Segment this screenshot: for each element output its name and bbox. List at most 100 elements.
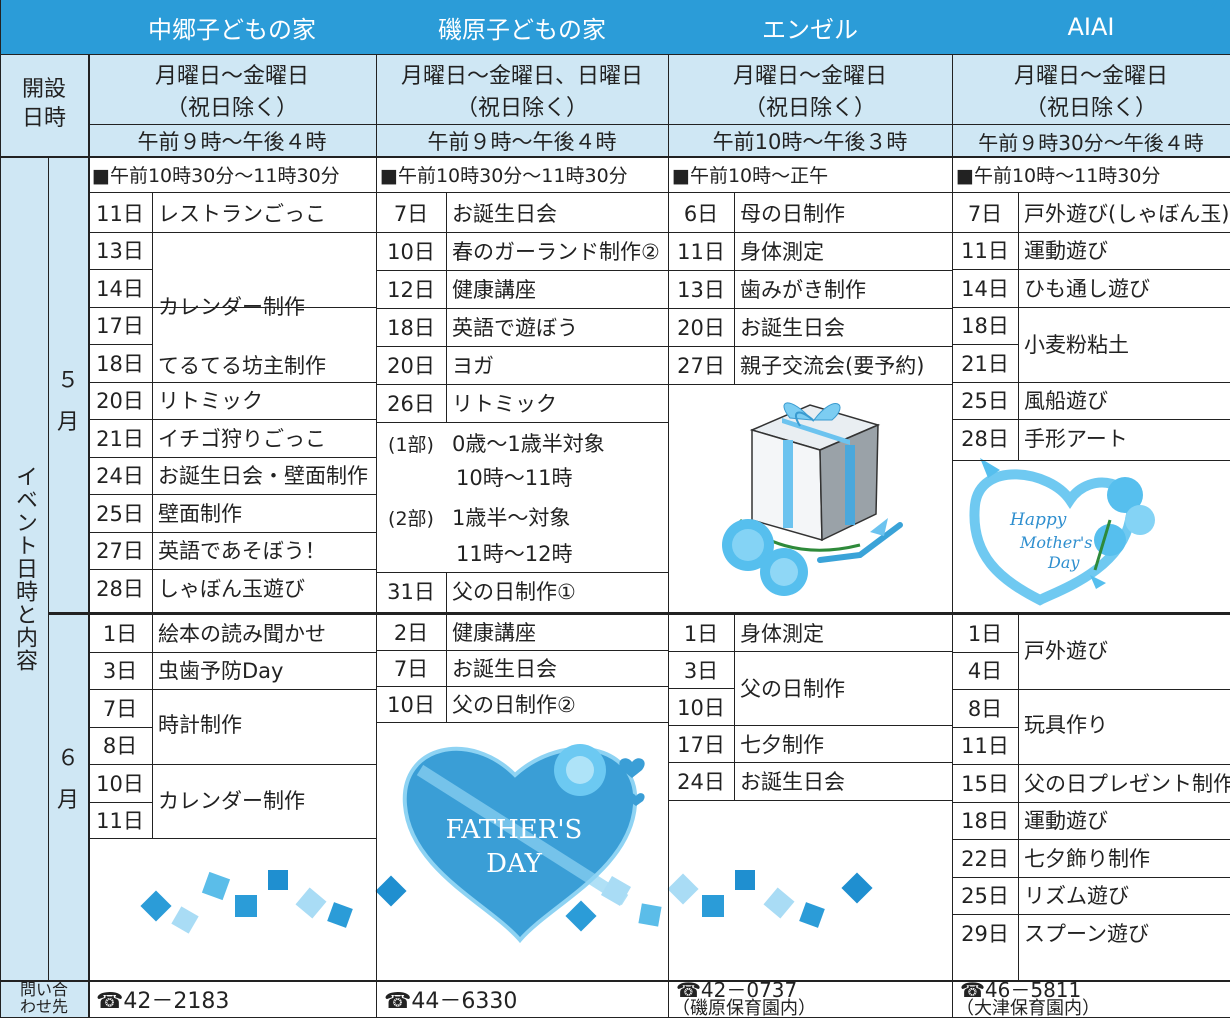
- grid-line: [88, 651, 376, 653]
- event-merged: 玩具作り: [1024, 713, 1108, 737]
- grid-line: [0, 54, 1230, 55]
- grid-line: [376, 308, 668, 309]
- event-name: 父の日制作①: [452, 580, 576, 604]
- event-name: しゃぼん玉遊び: [158, 576, 305, 601]
- grid-line: [668, 270, 952, 271]
- header-corner: [0, 0, 88, 54]
- event-name: お誕生日会: [452, 202, 557, 226]
- event-name: 七夕制作: [740, 732, 824, 757]
- event-day: 1日: [102, 621, 138, 646]
- event-day: 22日: [961, 846, 1009, 871]
- grid-line: [0, 0, 1, 1018]
- event-day: 25日: [961, 884, 1009, 909]
- events-label-band: [0, 156, 48, 980]
- event-merged: 父の日制作: [740, 677, 845, 701]
- header-angel: エンゼル: [668, 0, 952, 54]
- event-day: 25日: [961, 389, 1009, 414]
- event-name: 戸外遊び(しゃぼん玉): [1024, 201, 1230, 226]
- hours-nakago: 午前９時～午後４時: [137, 130, 327, 154]
- event-day: 11日: [677, 240, 725, 264]
- event-name: ヨガ: [452, 354, 494, 378]
- part-label: (2部): [388, 507, 434, 530]
- grid-line: [952, 306, 1230, 308]
- event-day: 17日: [677, 732, 725, 757]
- mothers-day-text-3: Day: [1047, 553, 1080, 572]
- event-day: 13日: [677, 278, 725, 302]
- hours-isohara: 午前９時～午後４時: [427, 130, 617, 154]
- fathers-day-text-2: DAY: [486, 849, 543, 879]
- grid-line: [0, 980, 1230, 982]
- grid-line: [376, 54, 377, 1018]
- event-day: 10日: [96, 771, 144, 796]
- grid-line: [376, 612, 377, 840]
- open-days-isohara: 月曜日～金曜日、日曜日: [400, 64, 643, 89]
- event-day: 26日: [387, 392, 435, 416]
- grid-line: [376, 346, 668, 347]
- grid-line: [734, 612, 735, 800]
- grid-line: [952, 381, 1230, 383]
- grid-line: [88, 192, 1230, 193]
- fathers-day-heart-illustration: [402, 744, 645, 944]
- grid-line: [376, 384, 668, 385]
- event-day: 12日: [387, 278, 435, 302]
- event-name: 手形アート: [1024, 426, 1128, 451]
- contact-angel: ☎42－0737: [676, 978, 798, 1002]
- event-name: 親子交流会(要予約): [740, 354, 925, 378]
- grid-line: [668, 346, 952, 347]
- event-time-isohara: ■午前10時30分～11時30分: [380, 164, 628, 187]
- event-name: 健康講座: [452, 278, 536, 302]
- event-day: 17日: [96, 314, 144, 339]
- grid-line: [952, 651, 1018, 653]
- grid-line: [668, 688, 734, 689]
- grid-line: [88, 344, 152, 345]
- grid-line: [376, 572, 668, 573]
- grid-line: [88, 231, 376, 233]
- event-day: 20日: [677, 316, 725, 340]
- event-name: リトミック: [158, 389, 263, 414]
- header-nakago: 中郷子どもの家: [88, 0, 376, 54]
- event-name: 歯みがき制作: [740, 278, 866, 302]
- grid-line: [952, 344, 1018, 345]
- event-day: 20日: [387, 354, 435, 378]
- event-day: 27日: [677, 354, 725, 378]
- event-day: 7日: [102, 696, 138, 721]
- event-day: 31日: [387, 580, 435, 604]
- event-day: 7日: [393, 657, 429, 681]
- event-merged: カレンダー制作: [158, 789, 305, 813]
- event-day: 14日: [961, 276, 1009, 301]
- gift-box-illustration: [722, 402, 903, 596]
- grid-line: [952, 801, 1230, 803]
- event-day: 11日: [961, 239, 1009, 264]
- grid-line: [88, 306, 376, 308]
- open-days-nakago: 月曜日～金曜日: [154, 64, 309, 89]
- event-day: 3日: [102, 659, 138, 684]
- event-name: 英語で遊ぼう: [452, 316, 578, 340]
- grid-line: [88, 764, 376, 765]
- grid-line: [668, 762, 952, 763]
- event-day: 11日: [96, 201, 144, 226]
- grid-line: [952, 689, 1230, 690]
- event-name: スプーン遊び: [1024, 921, 1149, 946]
- grid-line: [952, 726, 1018, 728]
- event-day: 8日: [967, 696, 1003, 721]
- event-day: 8日: [102, 734, 138, 759]
- open-days-note-isohara: （祝日除く）: [455, 96, 588, 121]
- event-day: 10日: [677, 695, 725, 720]
- event-name: イチゴ狩りごっこ: [158, 426, 326, 451]
- grid-line: [952, 460, 1230, 461]
- grid-line: [88, 726, 152, 728]
- event-name: 運動遊び: [1024, 239, 1108, 264]
- fathers-day-text-1: FATHER'S: [446, 815, 583, 845]
- event-day: 18日: [961, 809, 1009, 834]
- event-merged: 時計制作: [158, 713, 242, 737]
- grid-line: [1018, 612, 1019, 980]
- grid-line: [952, 764, 1230, 765]
- part-time: 11時～12時: [456, 542, 573, 566]
- event-name: お誕生日会: [452, 657, 557, 681]
- grid-line: [376, 270, 668, 271]
- event-day: 21日: [961, 351, 1009, 376]
- part-time: 10時～11時: [456, 466, 573, 490]
- grid-line: [952, 839, 1230, 840]
